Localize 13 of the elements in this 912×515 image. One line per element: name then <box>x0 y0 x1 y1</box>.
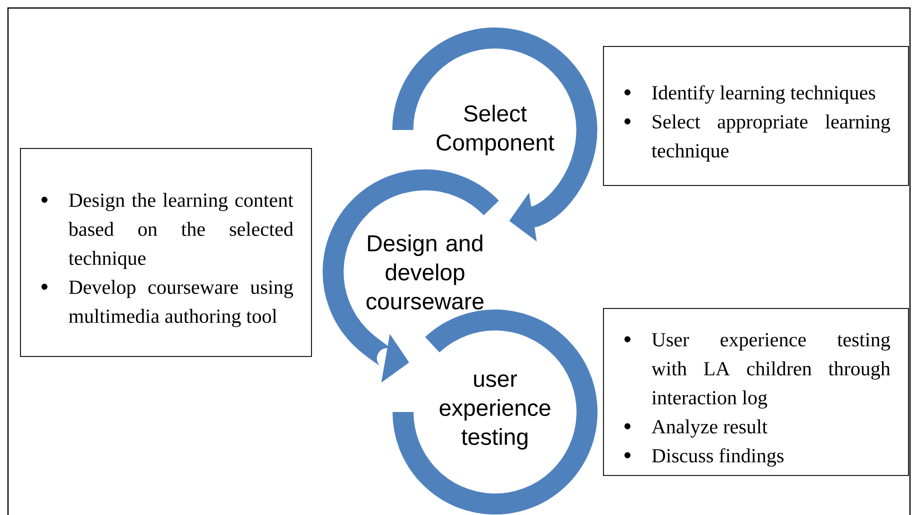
list-item: Analyze result <box>652 419 768 438</box>
step-label: Select Component <box>436 104 554 156</box>
bullet-box <box>603 46 909 186</box>
step-label: Design and develop courseware <box>366 234 484 310</box>
bullet-box <box>20 148 312 357</box>
list-item: Discuss findings <box>652 448 784 467</box>
list-item: Select appropriate learning technique <box>652 114 890 162</box>
list-item: Identify learning techniques <box>652 85 876 104</box>
list-item: Design the learning content based on the selected technique <box>68 192 294 270</box>
bullet-box <box>603 308 909 476</box>
list-item: User experience testing with LA children through interaction log <box>651 333 890 409</box>
cycle-step: user experience testing <box>392 310 598 514</box>
list-item: Develop courseware using multimedia authoring tool <box>68 280 294 328</box>
